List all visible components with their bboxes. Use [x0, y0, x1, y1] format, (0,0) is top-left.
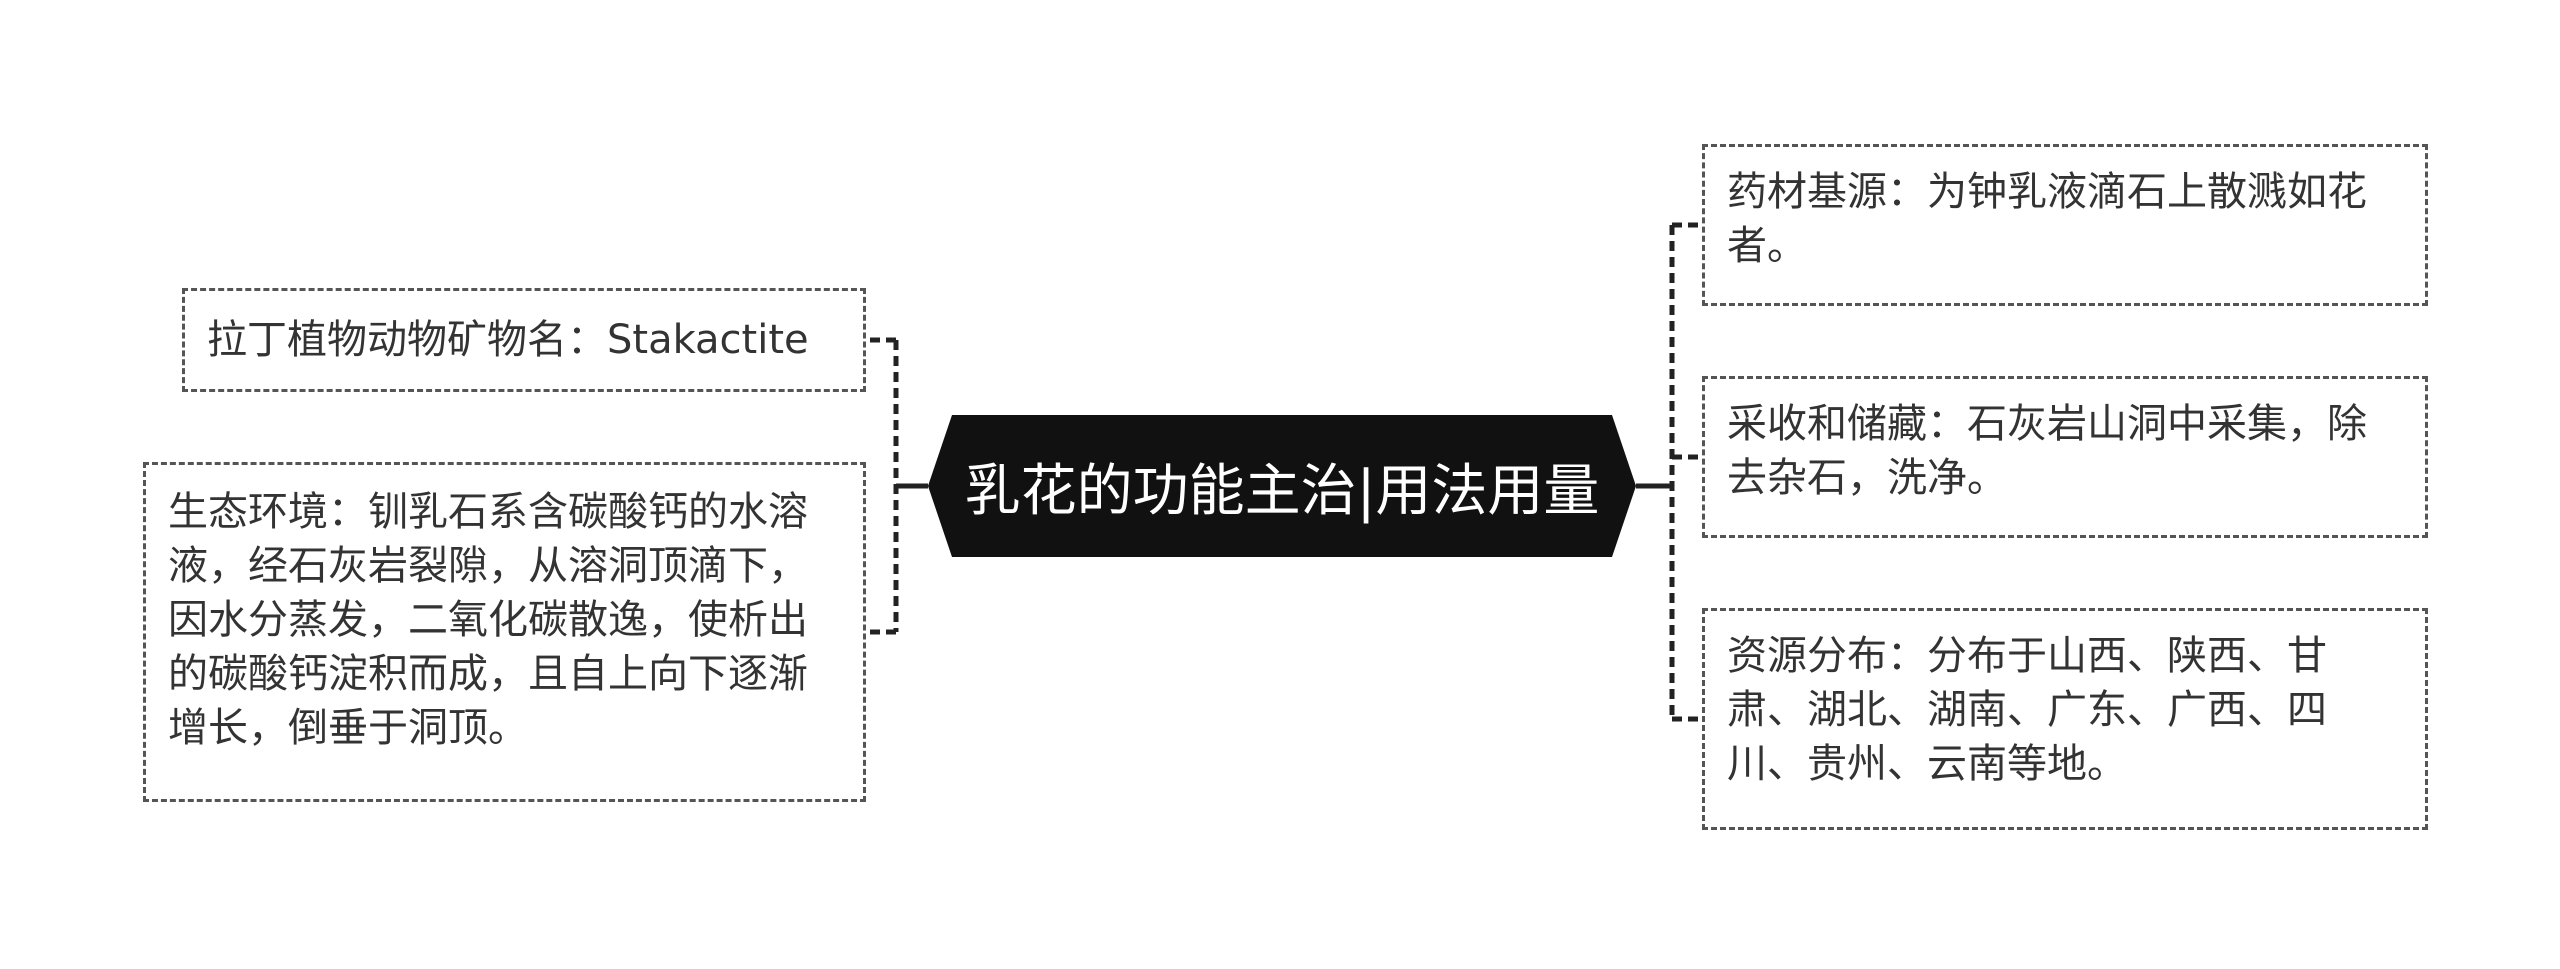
node-ecology-text: 生态环境：钏乳石系含碳酸钙的水溶液，经石灰岩裂隙，从溶洞顶滴下，因水分蒸发，二氧…	[168, 489, 808, 751]
root-hexagon	[928, 415, 1636, 557]
node-harvest[interactable]: 采收和储藏：石灰岩山洞中采集，除去杂石，洗净。	[1702, 376, 2428, 538]
node-harvest-text: 采收和储藏：石灰岩山洞中采集，除去杂石，洗净。	[1727, 401, 2367, 501]
root-node[interactable]: 乳花的功能主治|用法用量	[928, 415, 1636, 557]
root-node-shape	[928, 415, 1636, 557]
node-ecology[interactable]: 生态环境：钏乳石系含碳酸钙的水溶液，经石灰岩裂隙，从溶洞顶滴下，因水分蒸发，二氧…	[143, 462, 866, 802]
node-latin-name-text: 拉丁植物动物矿物名：Stakactite	[207, 317, 809, 363]
node-distribution[interactable]: 资源分布：分布于山西、陕西、甘肃、湖北、湖南、广东、广西、四川、贵州、云南等地。	[1702, 608, 2428, 830]
root-node-title: 乳花的功能主治|用法用量	[964, 458, 1600, 524]
node-latin-name[interactable]: 拉丁植物动物矿物名：Stakactite	[182, 288, 866, 392]
node-source[interactable]: 药材基源：为钟乳液滴石上散溅如花者。	[1702, 144, 2428, 306]
node-source-text: 药材基源：为钟乳液滴石上散溅如花者。	[1727, 169, 2367, 269]
node-distribution-text: 资源分布：分布于山西、陕西、甘肃、湖北、湖南、广东、广西、四川、贵州、云南等地。	[1727, 633, 2327, 787]
